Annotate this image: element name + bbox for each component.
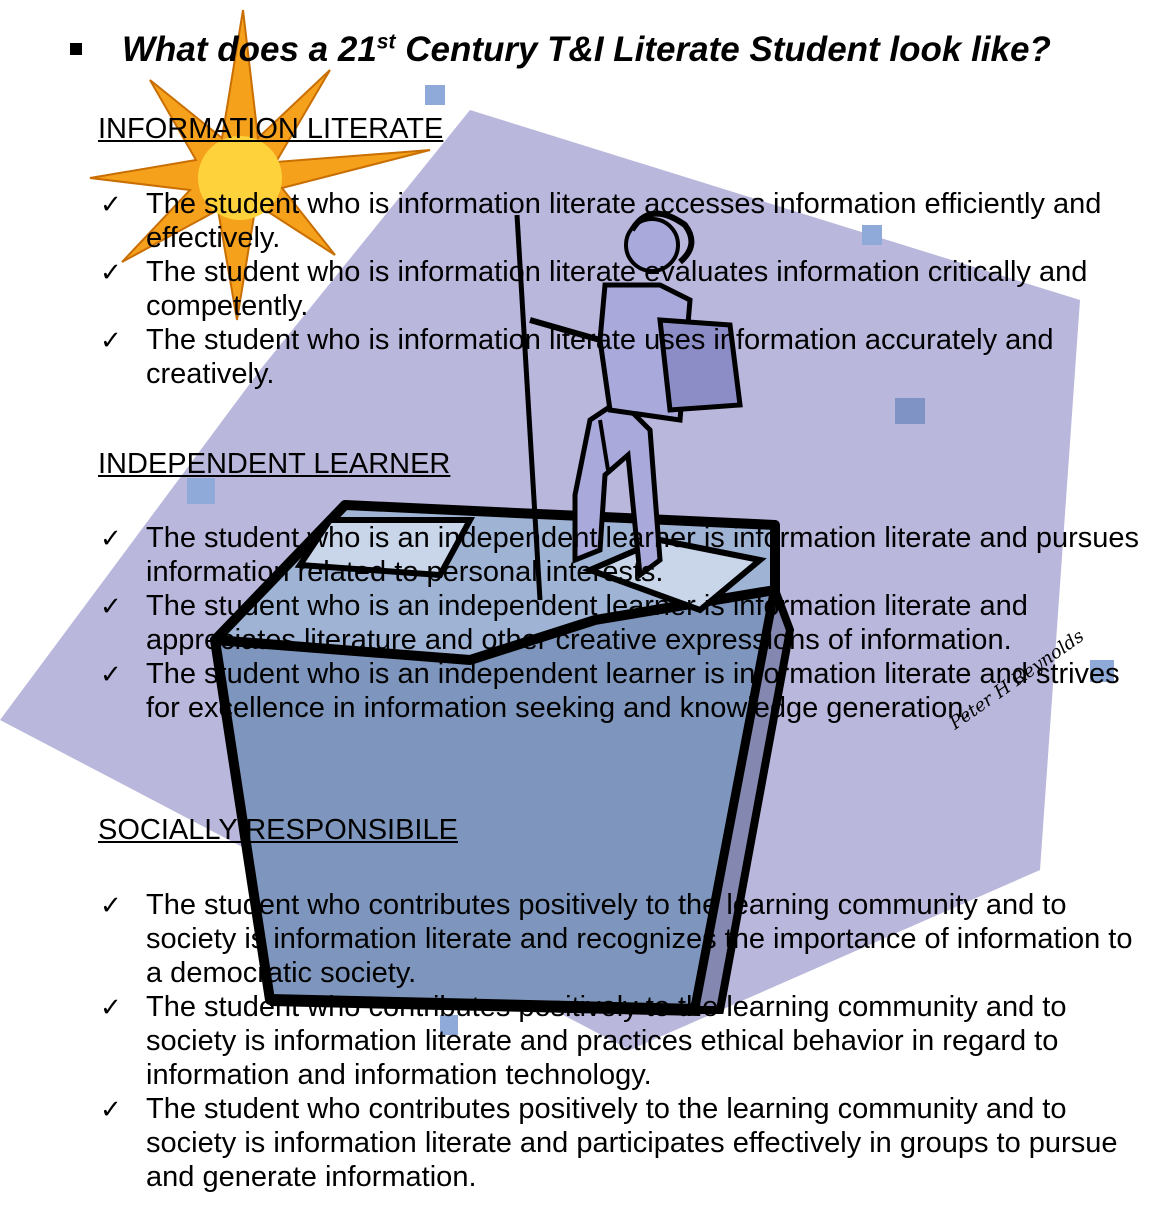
check-mark-icon: ✓ xyxy=(100,992,122,1022)
list-item: ✓The student who is an independent learn… xyxy=(100,658,1120,724)
list-item: ✓The student who is information literate… xyxy=(100,188,1102,254)
list-item: ✓The student who contributes positively … xyxy=(100,889,1133,989)
list-item: ✓The student who contributes positively … xyxy=(100,991,1067,1091)
check-mark-icon: ✓ xyxy=(100,257,122,287)
check-mark-icon: ✓ xyxy=(100,523,122,553)
list-item: ✓The student who is an independent learn… xyxy=(100,590,1028,656)
check-mark-icon: ✓ xyxy=(100,659,122,689)
square-bullet-icon xyxy=(70,43,82,55)
deco-square xyxy=(895,398,925,424)
list-item: ✓The student who is information literate… xyxy=(100,256,1088,322)
check-mark-icon: ✓ xyxy=(100,591,122,621)
deco-square xyxy=(862,225,882,245)
list-item: ✓The student who is an independent learn… xyxy=(100,522,1140,588)
deco-square xyxy=(1090,660,1114,682)
deco-square xyxy=(187,478,215,504)
list-item: ✓The student who is information literate… xyxy=(100,324,1054,390)
standing-figure-illustration xyxy=(514,210,743,601)
independent-learner-list: ✓The student who is an independent learn… xyxy=(98,521,1148,725)
title-row: What does a 21st Century T&I Literate St… xyxy=(70,30,1051,70)
section-heading-independent-learner: INDEPENDENT LEARNER xyxy=(98,448,451,480)
deco-square xyxy=(425,85,445,105)
information-literate-list: ✓The student who is information literate… xyxy=(98,187,1148,391)
section-heading-information-literate: INFORMATION LITERATE xyxy=(98,113,444,145)
check-mark-icon: ✓ xyxy=(100,325,122,355)
list-item: ✓The student who contributes positively … xyxy=(100,1093,1118,1193)
check-mark-icon: ✓ xyxy=(100,1094,122,1124)
socially-responsible-list: ✓The student who contributes positively … xyxy=(98,888,1148,1194)
page-title: What does a 21st Century T&I Literate St… xyxy=(122,30,1051,69)
check-mark-icon: ✓ xyxy=(100,189,122,219)
deco-square xyxy=(440,1015,458,1035)
section-heading-socially-responsible: SOCIALLY RESPONSIBILE xyxy=(98,814,458,846)
orange-star-icon xyxy=(89,9,431,321)
check-mark-icon: ✓ xyxy=(100,890,122,920)
